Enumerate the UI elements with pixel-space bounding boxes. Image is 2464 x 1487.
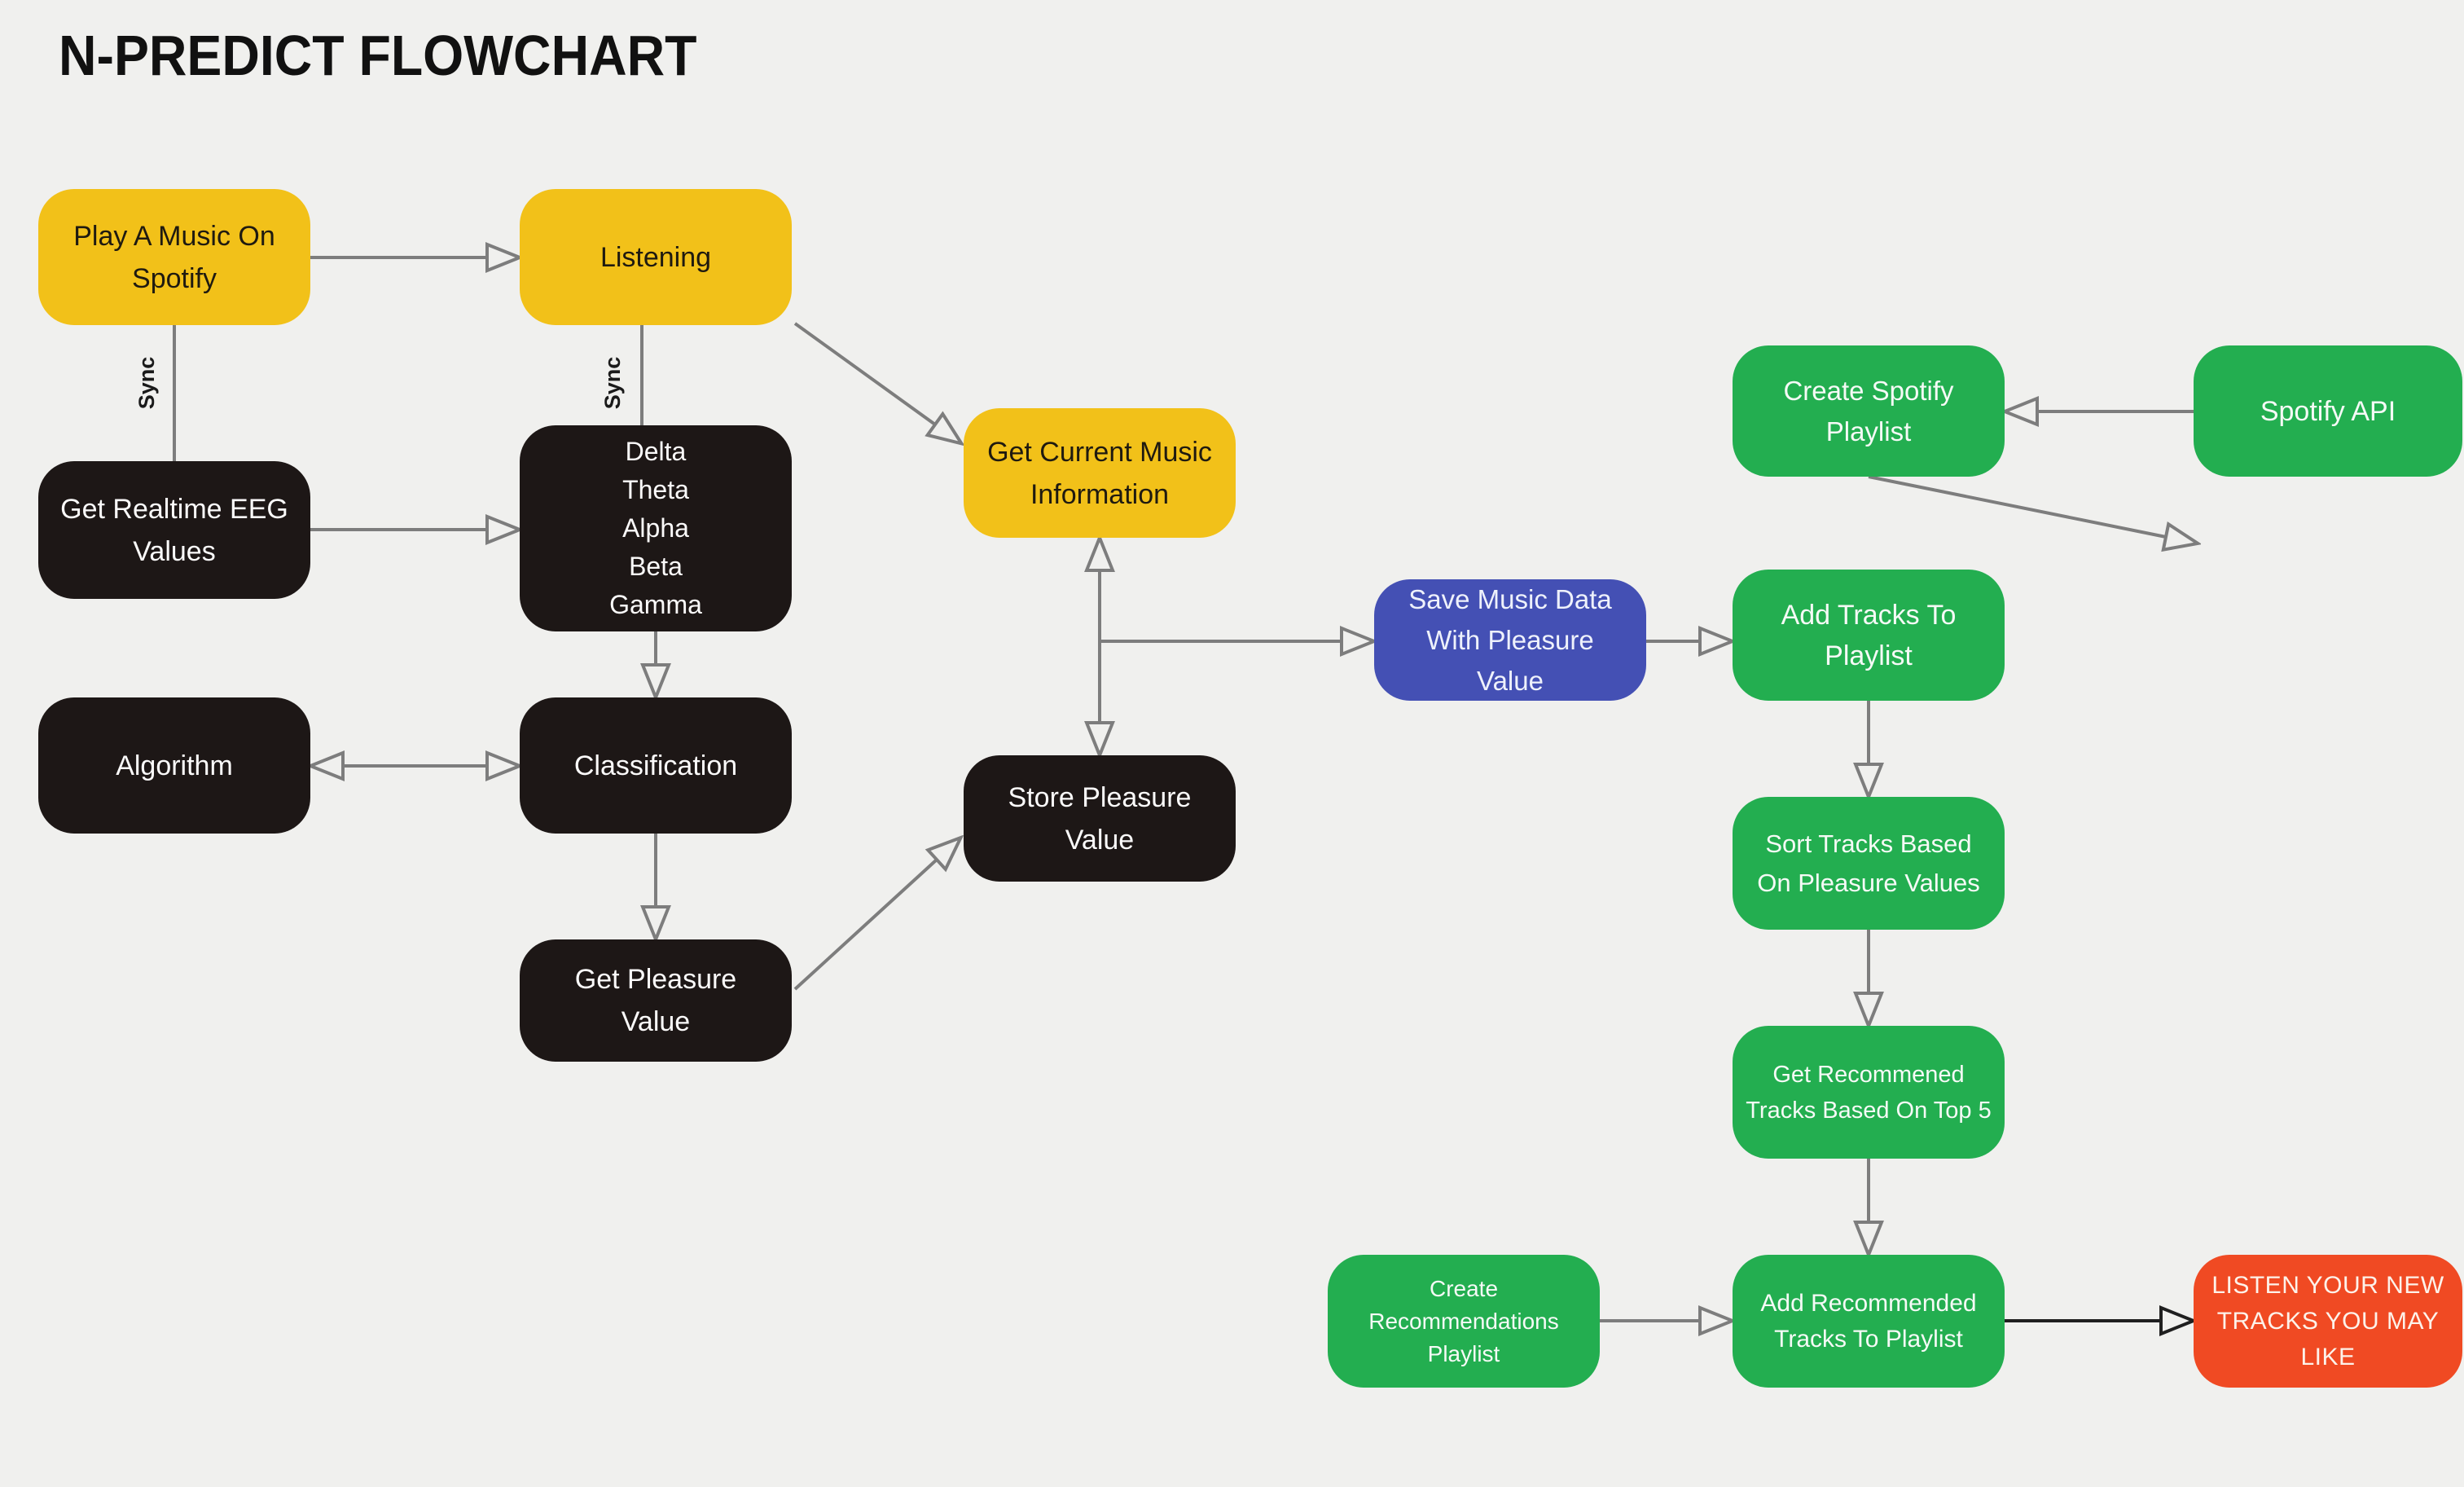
- node-create-recommendations-playlist: Create Recommendations Playlist: [1328, 1255, 1600, 1388]
- node-label-line: Playlist: [1825, 640, 1913, 671]
- node-label-line: Store Pleasure: [1008, 781, 1192, 813]
- node-label-line: Tracks Based On Top 5: [1746, 1097, 1992, 1124]
- node-label-line: Gamma: [609, 590, 702, 619]
- node-get-current-music-information: Get Current Music Information: [964, 408, 1236, 538]
- node-create-spotify-playlist: Create Spotify Playlist: [1733, 345, 2005, 477]
- node-label-line: Alpha: [622, 513, 689, 543]
- node-label-line: On Pleasure Values: [1757, 868, 1980, 897]
- node-label-line: Delta: [625, 437, 687, 466]
- node-label-line: Spotify: [132, 262, 217, 294]
- node-label-line: Playlist: [1825, 416, 1912, 447]
- node-algorithm: Algorithm: [38, 697, 310, 834]
- node-label-line: Algorithm: [116, 750, 233, 781]
- node-play-a-music-on-spotify: Play A Music On Spotify: [38, 189, 310, 325]
- edge-listening-to-get-current-music: [793, 322, 935, 425]
- node-label-line: Classification: [573, 750, 738, 781]
- node-add-tracks-to-playlist: Add Tracks To Playlist: [1733, 570, 2005, 701]
- node-label-line: Value: [621, 1006, 691, 1037]
- node-label-line: With Pleasure: [1426, 624, 1594, 655]
- node-sort-tracks-based-on-pleasure-values: Sort Tracks Based On Pleasure Values: [1733, 797, 2005, 930]
- page-title: N-PREDICT FLOWCHART: [59, 24, 697, 87]
- node-listening: Listening: [520, 189, 792, 325]
- node-label-line: Information: [1030, 478, 1170, 510]
- node-label-line: Get Recommened: [1772, 1061, 1965, 1088]
- node-listen-your-new-tracks: LISTEN YOUR NEW TRACKS YOU MAY LIKE: [2194, 1255, 2462, 1388]
- node-label-line: LISTEN YOUR NEW: [2211, 1271, 2444, 1299]
- edge-create-playlist-to-add-tracks: [1868, 475, 2166, 537]
- node-label-line: Recommendations: [1368, 1308, 1559, 1334]
- node-label-line: Value: [1477, 665, 1544, 696]
- edge-label-sync-right: Sync: [600, 356, 625, 410]
- node-label-line: Beta: [629, 552, 683, 581]
- node-label-line: Add Recommended: [1760, 1289, 1977, 1317]
- node-label-line: Get Pleasure: [574, 964, 737, 995]
- node-get-recommened-tracks-based-on-top-5: Get Recommened Tracks Based On Top 5: [1733, 1026, 2005, 1159]
- node-label-line: Add Tracks To: [1781, 599, 1957, 631]
- node-brainwave-bands: Delta Theta Alpha Beta Gamma: [520, 425, 792, 631]
- edge-label-sync-left: Sync: [134, 356, 159, 410]
- node-store-pleasure-value: Store Pleasure Value: [964, 755, 1236, 882]
- node-label-line: Tracks To Playlist: [1774, 1325, 1963, 1353]
- node-label-line: Save Music Data: [1408, 583, 1612, 614]
- node-label-line: Play A Music On: [73, 220, 275, 252]
- node-label-line: Value: [1065, 824, 1135, 856]
- node-label-line: Create: [1429, 1275, 1499, 1301]
- node-get-realtime-eeg-values: Get Realtime EEG Values: [38, 461, 310, 599]
- node-spotify-api: Spotify API: [2194, 345, 2462, 477]
- node-label-line: TRACKS YOU MAY LIKE: [2216, 1307, 2440, 1370]
- node-label-line: Values: [133, 535, 216, 567]
- node-label-line: Get Realtime EEG: [60, 493, 288, 525]
- node-classification: Classification: [520, 697, 792, 834]
- node-label-line: Playlist: [1427, 1340, 1500, 1366]
- node-label-line: Theta: [622, 475, 689, 504]
- node-label-line: Create Spotify: [1783, 375, 1954, 406]
- node-label-line: Sort Tracks Based: [1765, 829, 1972, 858]
- node-add-recommended-tracks-to-playlist: Add Recommended Tracks To Playlist: [1733, 1255, 2005, 1388]
- node-label-line: Get Current Music: [987, 436, 1212, 468]
- node-get-pleasure-value: Get Pleasure Value: [520, 939, 792, 1062]
- node-label-line: Listening: [600, 241, 712, 273]
- node-save-music-data-with-pleasure-value: Save Music Data With Pleasure Value: [1374, 579, 1646, 701]
- node-label-line: Spotify API: [2260, 395, 2396, 427]
- edge-get-pleasure-to-store-pleasure: [793, 860, 937, 991]
